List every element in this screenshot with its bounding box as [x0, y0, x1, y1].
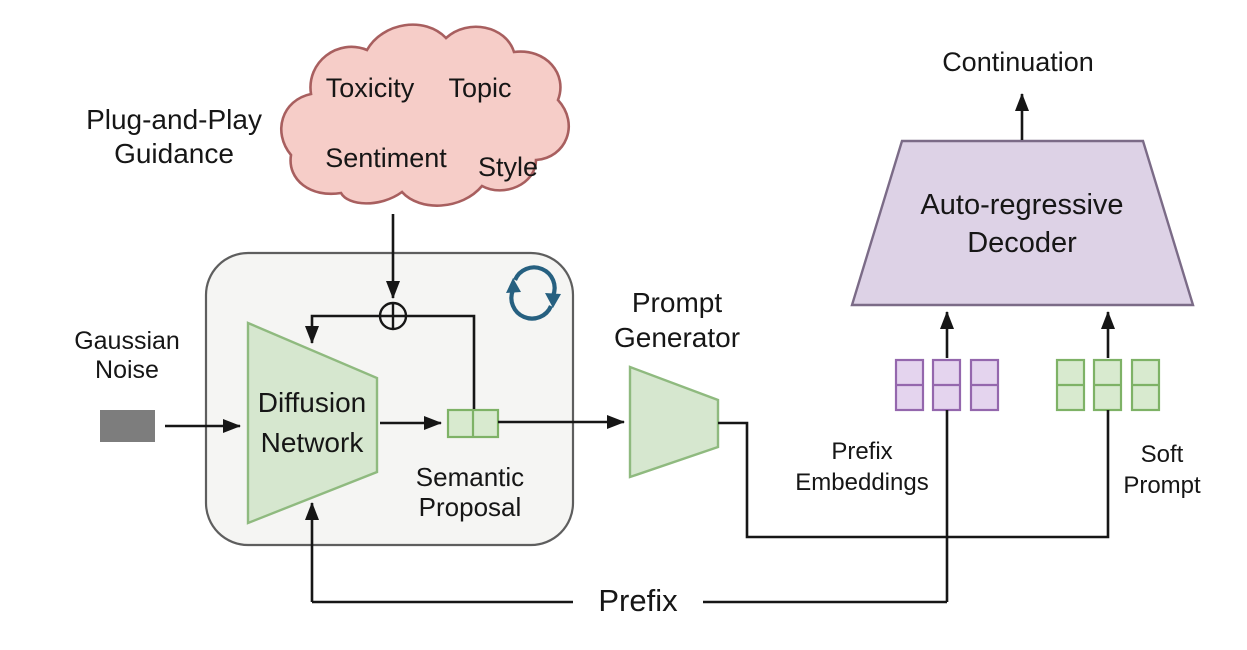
cloud-term-style: Style [477, 152, 539, 182]
guidance-cloud [280, 23, 570, 207]
proposal-line: Proposal [418, 492, 522, 522]
line-generator-to-soft-prompt [718, 410, 1110, 539]
generator-line: Generator [613, 322, 741, 353]
continuation-label: Continuation [942, 47, 1094, 77]
semantic-proposal-cells [446, 408, 500, 439]
prompt-generator-label: Prompt Generator [614, 285, 740, 355]
soft-line: Soft [1140, 441, 1184, 468]
cloud-term-toxicity: Toxicity [325, 73, 415, 103]
prompt-line: Prompt [631, 287, 723, 318]
semantic-line: Semantic [415, 462, 525, 492]
prefix-embeddings-label: Prefix Embeddings [795, 436, 928, 498]
connector-lines [165, 93, 1115, 604]
prefix-feedback-label: Prefix [598, 583, 678, 618]
auto-regressive-line: Auto-regressive [920, 189, 1124, 221]
guidance-line: Guidance [114, 138, 234, 169]
plug-and-play-line: Plug-and-Play [86, 104, 262, 135]
diffusion-line: Diffusion [257, 387, 367, 418]
cloud-term-topic: Topic [448, 73, 512, 103]
arrow-merge-to-diffusion [305, 314, 380, 344]
decoder-label: Auto-regressive Decoder [920, 186, 1123, 262]
diffusion-network-trapezoid [246, 321, 379, 525]
plug-and-play-guidance-label: Plug-and-Play Guidance [86, 103, 262, 171]
sync-loop-icon [506, 265, 561, 321]
cloud-term-sentiment: Sentiment [325, 143, 447, 173]
circled-plus-icon [378, 301, 408, 331]
decoder-line: Decoder [967, 227, 1077, 259]
decoder-trapezoid [850, 139, 1195, 307]
prompt-generator-trapezoid [628, 365, 720, 479]
gaussian-noise-label: Gaussian Noise [74, 327, 180, 385]
diffusion-network-label: Diffusion Network [258, 383, 366, 463]
soft-prompt-label: Soft Prompt [1123, 439, 1200, 501]
network-line: Network [260, 427, 364, 458]
soft-prompt-cells [1055, 358, 1161, 412]
semantic-proposal-label: Semantic Proposal [416, 462, 524, 522]
gaussian-noise-box [100, 410, 155, 442]
prompt-line2: Prompt [1123, 472, 1201, 499]
noise-line: Noise [95, 356, 159, 384]
gaussian-line: Gaussian [74, 327, 180, 355]
prefix-line: Prefix [831, 438, 893, 465]
line-proposal-to-merge [406, 314, 476, 409]
prefix-embedding-cells [894, 358, 1000, 412]
embeddings-line: Embeddings [795, 469, 929, 496]
